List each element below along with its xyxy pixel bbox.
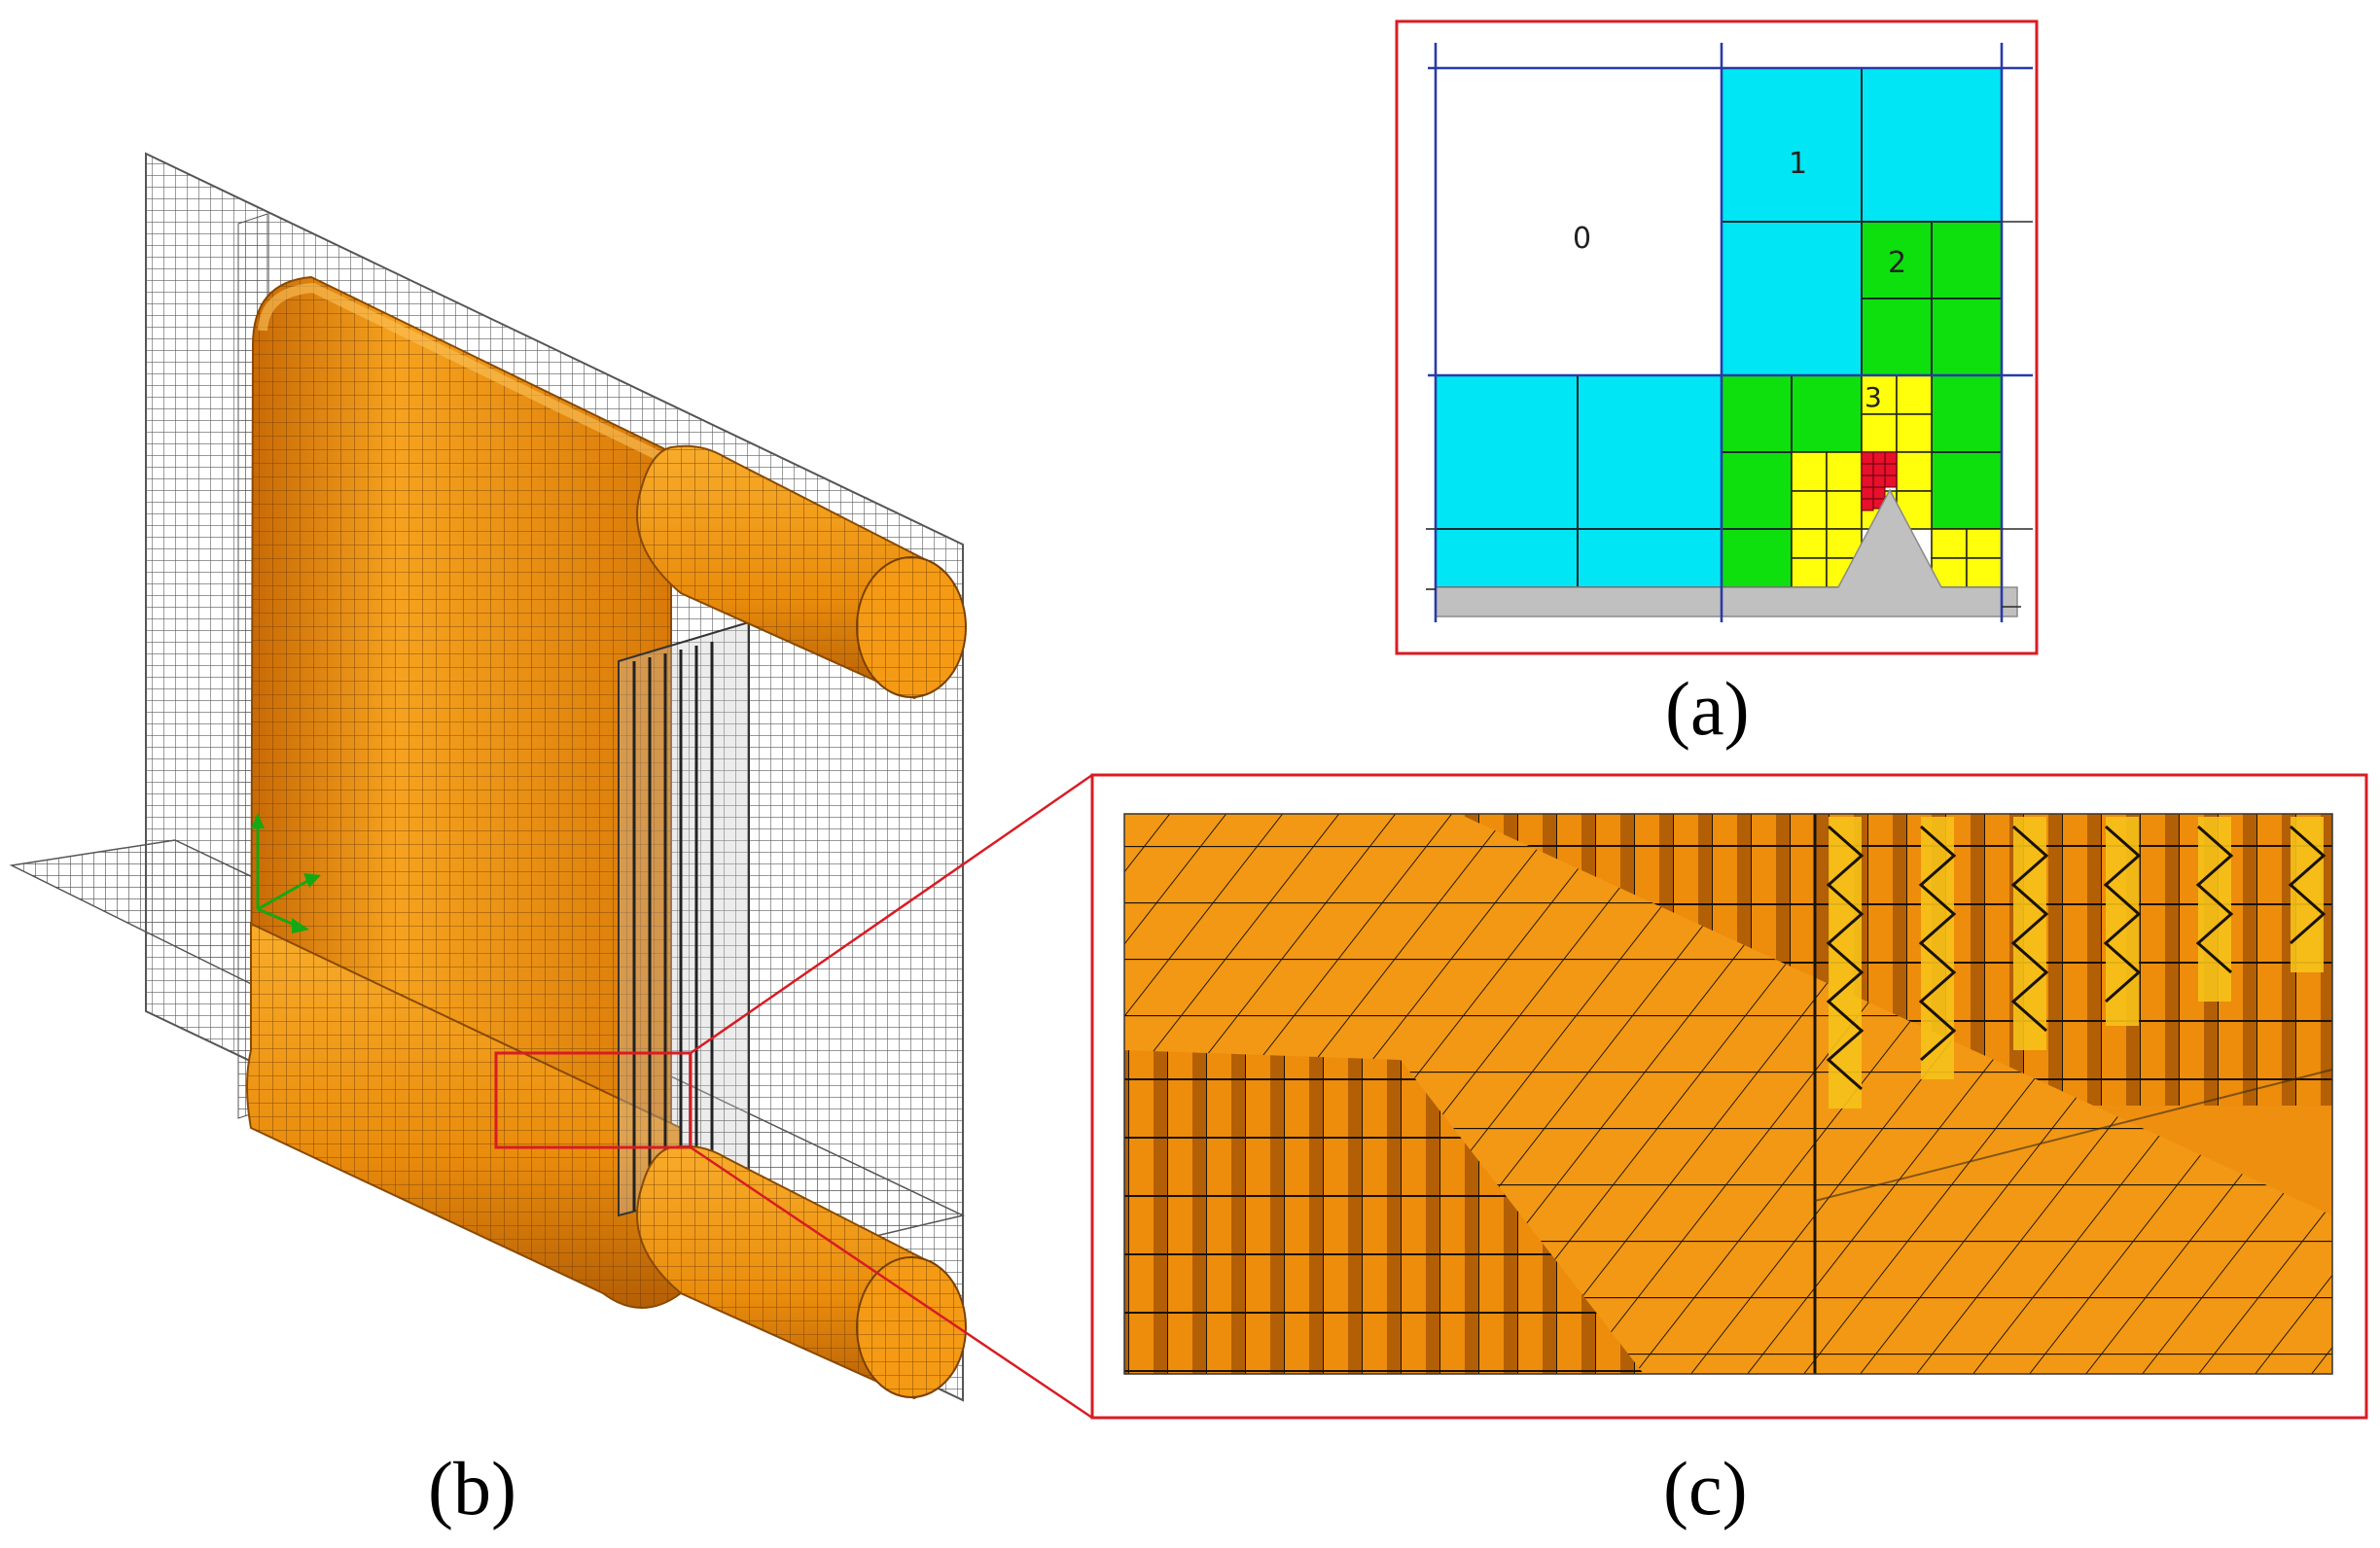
upper-cylinder-end-mesh <box>857 557 966 697</box>
level-label-2: 2 <box>1888 246 1906 280</box>
axis-triad <box>251 813 321 933</box>
level-4-cells <box>1861 451 1898 511</box>
lower-band-mesh <box>247 924 681 1308</box>
yellow-refined-cells <box>1826 817 2327 1108</box>
top-edge-highlight <box>258 282 674 467</box>
front-block-face <box>1124 1050 1644 1374</box>
zoom-region-box <box>494 1051 693 1149</box>
ground-and-peak <box>1435 488 2018 617</box>
caption-c: (c) <box>1663 1446 1748 1530</box>
level-label-0: 0 <box>1573 222 1591 256</box>
side-column-lines <box>632 642 714 1211</box>
lower-cylinder-end-mesh <box>857 1257 966 1397</box>
tick-lines <box>1426 221 2033 608</box>
panel-a-octree-diagram: 0 1 2 3 <box>1395 19 2039 655</box>
level-0-cell <box>1436 68 1722 375</box>
level-1-cells <box>1435 67 2003 588</box>
parent-level-lines <box>1428 43 2033 622</box>
level-2-cells <box>1721 221 2003 588</box>
panel-b-3d-mesh <box>9 152 967 1402</box>
zoom-connectors <box>690 773 1093 1420</box>
level-label-1: 1 <box>1789 147 1807 181</box>
side-column <box>618 620 750 1217</box>
caption-a: (a) <box>1665 666 1750 751</box>
caption-b: (b) <box>428 1446 516 1530</box>
level-label-3: 3 <box>1865 381 1882 413</box>
panel-c-zoomed-mesh <box>1090 773 2368 1420</box>
